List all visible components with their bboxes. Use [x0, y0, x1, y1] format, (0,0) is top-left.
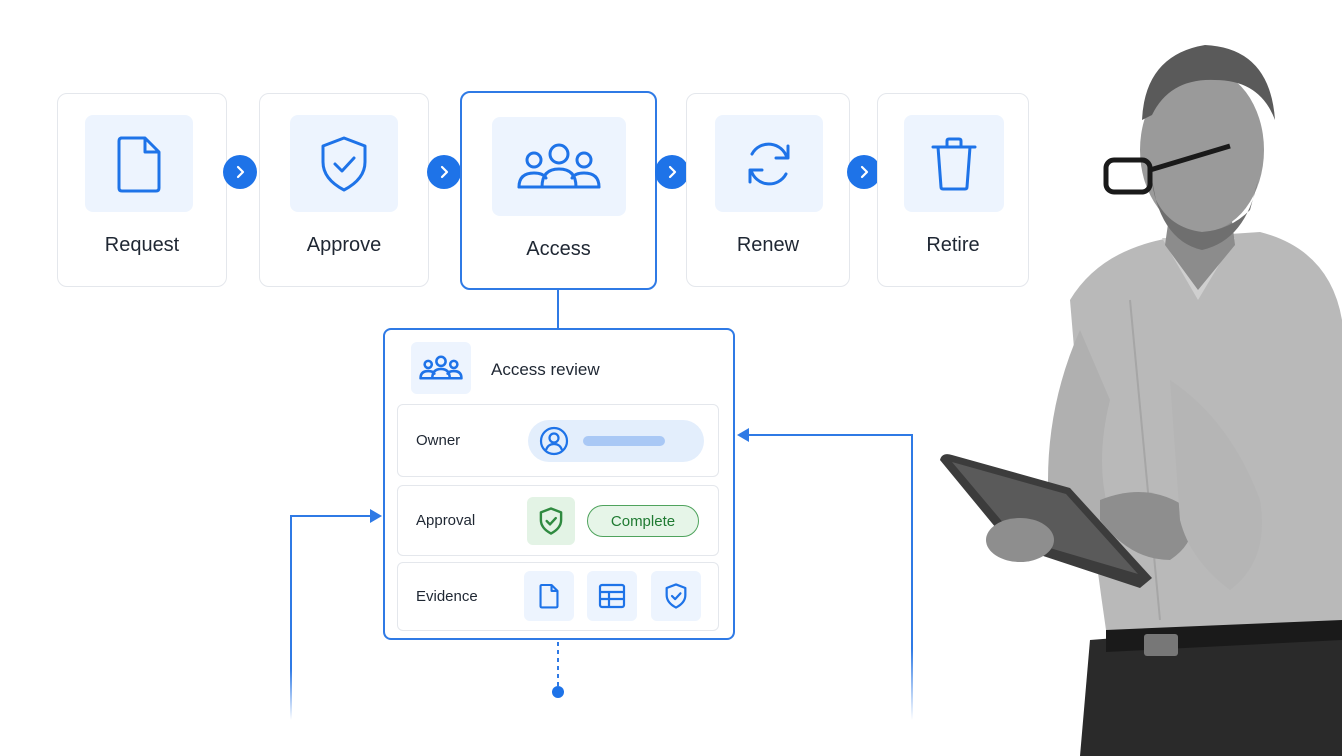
refresh-icon — [748, 142, 790, 185]
step-renew-card[interactable]: Renew — [686, 93, 850, 287]
right-arrowhead — [737, 428, 749, 442]
approval-shield-tile — [527, 497, 575, 545]
step-access-label: Access — [526, 238, 591, 260]
evidence-row[interactable]: Evidence — [397, 562, 719, 631]
left-arrowhead — [370, 509, 382, 523]
evidence-table-tile[interactable] — [587, 571, 637, 621]
access-review-panel: Access review Owner Approval — [383, 328, 735, 640]
shield-check-icon — [665, 583, 687, 609]
approval-label: Approval — [416, 512, 476, 529]
owner-name-placeholder — [583, 436, 665, 446]
step-renew-label: Renew — [736, 234, 800, 256]
end-dot — [552, 686, 564, 698]
owner-row[interactable]: Owner — [397, 404, 719, 477]
left-loop-line — [290, 515, 372, 720]
users-group-icon — [419, 355, 463, 380]
step-retire-card[interactable]: Retire — [877, 93, 1029, 287]
chevron-right-icon — [223, 155, 257, 189]
chevron-right-icon — [427, 155, 461, 189]
shield-check-icon — [321, 136, 367, 191]
users-group-icon — [517, 143, 601, 188]
approval-row[interactable]: Approval Complete — [397, 485, 719, 556]
step-approve-card[interactable]: Approve — [259, 93, 429, 287]
approval-status-badge: Complete — [587, 505, 699, 537]
step-request-card[interactable]: Request — [57, 93, 227, 287]
person-with-tablet-photo — [940, 45, 1342, 756]
owner-selector[interactable] — [528, 420, 704, 462]
step-approve-tile — [290, 115, 398, 212]
step-request-label: Request — [104, 234, 180, 256]
document-icon — [539, 583, 559, 609]
right-loop-line — [748, 434, 913, 720]
chevron-right-icon — [655, 155, 689, 189]
shield-check-icon — [539, 507, 563, 535]
review-header-tile — [411, 342, 471, 394]
evidence-document-tile[interactable] — [524, 571, 574, 621]
table-icon — [598, 583, 626, 609]
step-access-tile — [492, 117, 626, 216]
step-request-tile — [85, 115, 193, 212]
user-circle-icon — [539, 426, 569, 456]
trash-icon — [931, 137, 977, 190]
step-retire-tile — [904, 115, 1004, 212]
evidence-shield-tile[interactable] — [651, 571, 701, 621]
step-access-card[interactable]: Access — [460, 91, 657, 290]
owner-label: Owner — [416, 432, 461, 449]
evidence-label: Evidence — [416, 588, 478, 605]
step-renew-tile — [715, 115, 823, 212]
step-approve-label: Approve — [306, 234, 382, 256]
chevron-right-icon — [847, 155, 881, 189]
review-title: Access review — [491, 360, 600, 379]
step-retire-label: Retire — [926, 234, 980, 256]
document-icon — [117, 136, 161, 192]
